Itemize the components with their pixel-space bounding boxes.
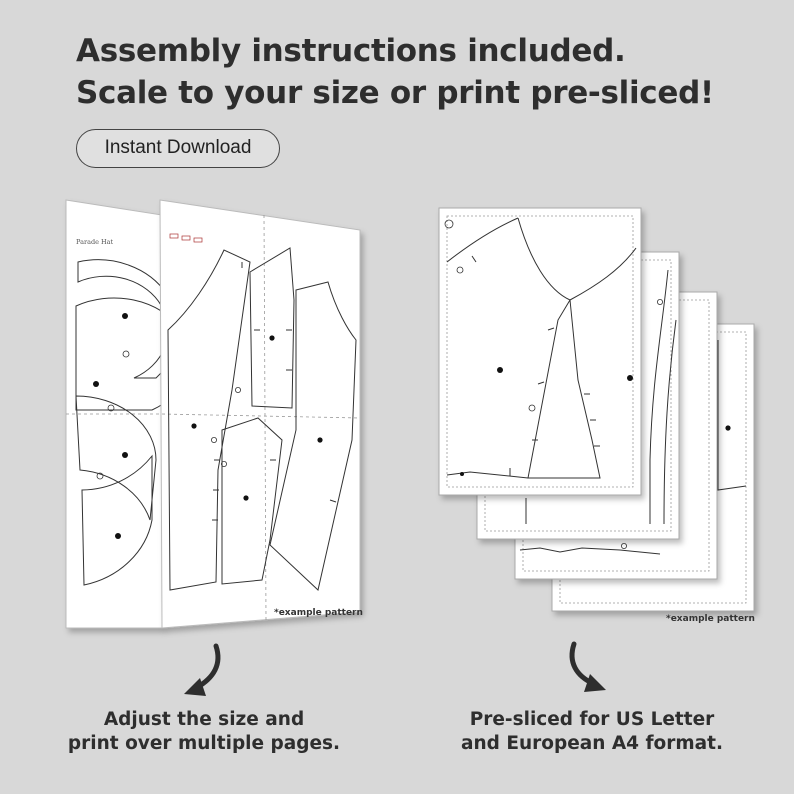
left-example-note: *example pattern <box>274 608 363 618</box>
curved-arrow-down-left-icon <box>184 643 221 696</box>
right-caption-line-1: Pre-sliced for US Letter <box>469 709 715 730</box>
left-caption-line-1: Adjust the size and <box>103 709 305 730</box>
right-caption-line-2: and European A4 format. <box>460 733 723 754</box>
left-caption-line-2: print over multiple pages. <box>67 733 341 754</box>
headline: Assembly instructions included. Scale to… <box>76 30 776 114</box>
instant-download-badge: Instant Download <box>76 129 280 168</box>
curved-arrow-down-right-icon <box>569 641 606 692</box>
left-caption: Adjust the size and print over multiple … <box>24 708 384 756</box>
right-caption: Pre-sliced for US Letter and European A4… <box>412 708 772 756</box>
left-front-sheet <box>159 199 361 629</box>
right-sheet-1 <box>438 207 642 496</box>
headline-line-1: Assembly instructions included. <box>76 33 626 69</box>
headline-line-2: Scale to your size or print pre-sliced! <box>76 75 714 111</box>
sheet-title: Parade Hat <box>76 238 114 246</box>
right-example-note: *example pattern <box>666 614 755 624</box>
